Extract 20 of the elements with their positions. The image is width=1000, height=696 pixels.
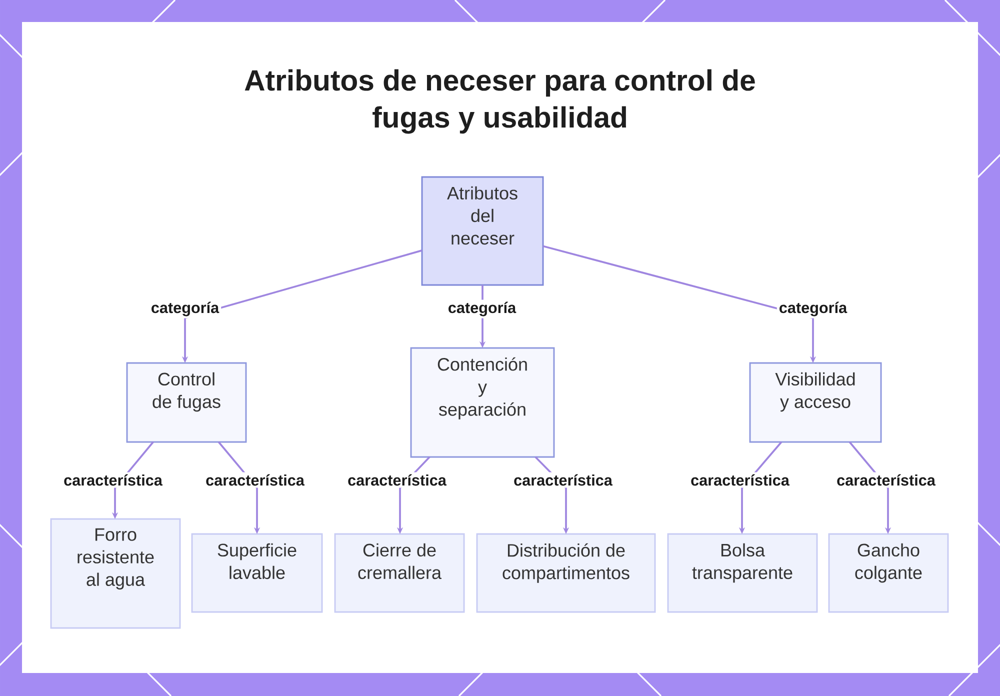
edge-label: característica [834, 472, 938, 488]
feature-box: Distribución de compartimentos [476, 533, 656, 613]
edge-label: característica [512, 472, 614, 488]
edge-label: característica [62, 472, 164, 488]
edge-label: característica [346, 472, 448, 488]
edge-label: característica [688, 472, 792, 488]
feature-box: Forro resistente al agua [50, 518, 181, 629]
edge-label: categoría [148, 300, 222, 318]
root-box: Atributos del neceser [421, 176, 544, 286]
feature-box: Superficie lavable [191, 533, 323, 613]
edge-label: característica [204, 472, 306, 488]
category-box: Contención y separación [410, 347, 555, 458]
feature-box: Cierre de cremallera [334, 533, 465, 613]
feature-box: Bolsa transparente [667, 533, 818, 613]
category-box: Control de fugas [126, 362, 247, 443]
category-box: Visibilidad y acceso [749, 362, 882, 443]
edge-label: categoría [776, 300, 850, 318]
feature-box: Gancho colgante [828, 533, 949, 613]
edge-label: categoría [446, 300, 518, 318]
title: Atributos de neceser para control de fugas y usabilidad [244, 69, 755, 134]
